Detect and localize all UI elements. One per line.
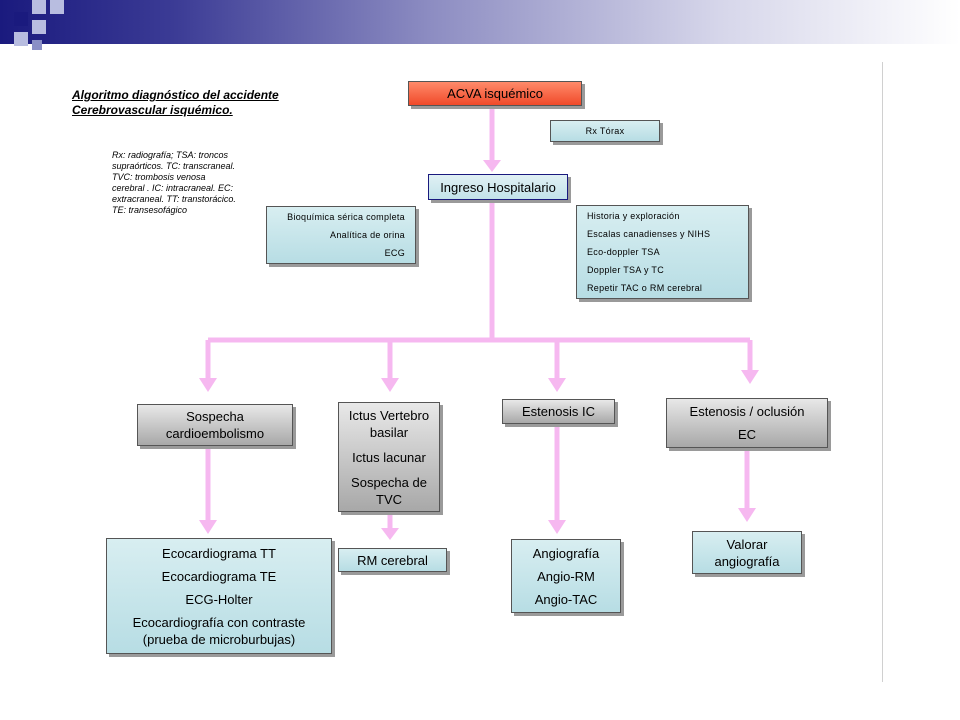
eco-line: (prueba de microburbujas) <box>142 631 296 647</box>
node-sospecha-cardioembolismo: Sospecha cardioembolismo <box>137 404 293 446</box>
node-angiografia: Angiografía Angio-RM Angio-TAC <box>511 539 621 613</box>
eco-line: Ecocardiograma TE <box>161 568 277 584</box>
valorar-line: Valorar <box>726 536 768 552</box>
historia-item: Eco-doppler TSA <box>587 247 660 257</box>
right-divider-line <box>882 62 883 682</box>
historia-item: Repetir TAC o RM cerebral <box>587 283 703 293</box>
header-squares-logo <box>0 0 80 60</box>
node-laboratorio: Bioquímica sérica completa Analítica de … <box>266 206 416 264</box>
node-historia-exploracion: Historia y exploración Escalas canadiens… <box>576 205 749 299</box>
ictus-line: basilar <box>369 424 409 440</box>
header-gradient-band <box>0 0 960 44</box>
ictus-line: Ictus Vertebro <box>348 407 430 423</box>
ictus-line: Sospecha de <box>351 474 427 490</box>
abbreviation-legend: Rx: radiografía; TSA: troncos supraórtic… <box>112 150 236 215</box>
node-ictus: Ictus Vertebro basilar Ictus lacunar Sos… <box>338 402 440 512</box>
estenosis-ic-label: Estenosis IC <box>522 404 595 419</box>
title-line-2: Cerebrovascular isquémico. <box>72 103 233 117</box>
historia-item: Escalas canadienses y NIHS <box>587 229 711 239</box>
eco-line: Ecocardiograma TT <box>162 545 276 561</box>
node-rm-cerebral: RM cerebral <box>338 548 447 572</box>
estenosis-ec-line: Estenosis / oclusión <box>689 404 805 419</box>
node-ecocardiograma: Ecocardiograma TT Ecocardiograma TE ECG-… <box>106 538 332 654</box>
angio-line: Angiografía <box>532 545 600 561</box>
diagram-title: Algoritmo diagnóstico del accidente Cere… <box>72 88 332 118</box>
node-rx-torax: Rx Tórax <box>550 120 660 142</box>
node-rx-torax-label: Rx Tórax <box>585 125 625 136</box>
ictus-line: Ictus lacunar <box>352 449 426 465</box>
ictus-line: TVC <box>376 491 402 507</box>
angio-line: Angio-RM <box>537 568 595 584</box>
title-line-1: Algoritmo diagnóstico del accidente <box>72 88 279 102</box>
valorar-line: angiografía <box>714 553 780 569</box>
node-ingreso-label: Ingreso Hospitalario <box>440 179 556 195</box>
lab-item: Bioquímica sérica completa <box>287 212 405 222</box>
node-acva-label: ACVA isquémico <box>447 86 543 101</box>
rm-label: RM cerebral <box>357 552 428 568</box>
eco-line: Ecocardiografía con contraste <box>132 614 306 630</box>
sospecha-line: cardioembolismo <box>165 426 265 441</box>
lab-item: ECG <box>384 248 405 258</box>
lab-item: Analítica de orina <box>330 230 405 240</box>
node-ingreso-hospitalario: Ingreso Hospitalario <box>428 174 568 200</box>
estenosis-ec-line: EC <box>737 427 757 442</box>
node-estenosis-oclusion-ec: Estenosis / oclusión EC <box>666 398 828 448</box>
node-acva-isquemico: ACVA isquémico <box>408 81 582 106</box>
angio-line: Angio-TAC <box>534 591 598 607</box>
historia-item: Historia y exploración <box>587 211 680 221</box>
eco-line: ECG-Holter <box>185 591 253 607</box>
node-estenosis-ic: Estenosis IC <box>502 399 615 424</box>
sospecha-line: Sospecha <box>186 409 244 424</box>
historia-item: Doppler TSA y TC <box>587 265 664 275</box>
node-valorar-angiografia: Valorar angiografía <box>692 531 802 574</box>
